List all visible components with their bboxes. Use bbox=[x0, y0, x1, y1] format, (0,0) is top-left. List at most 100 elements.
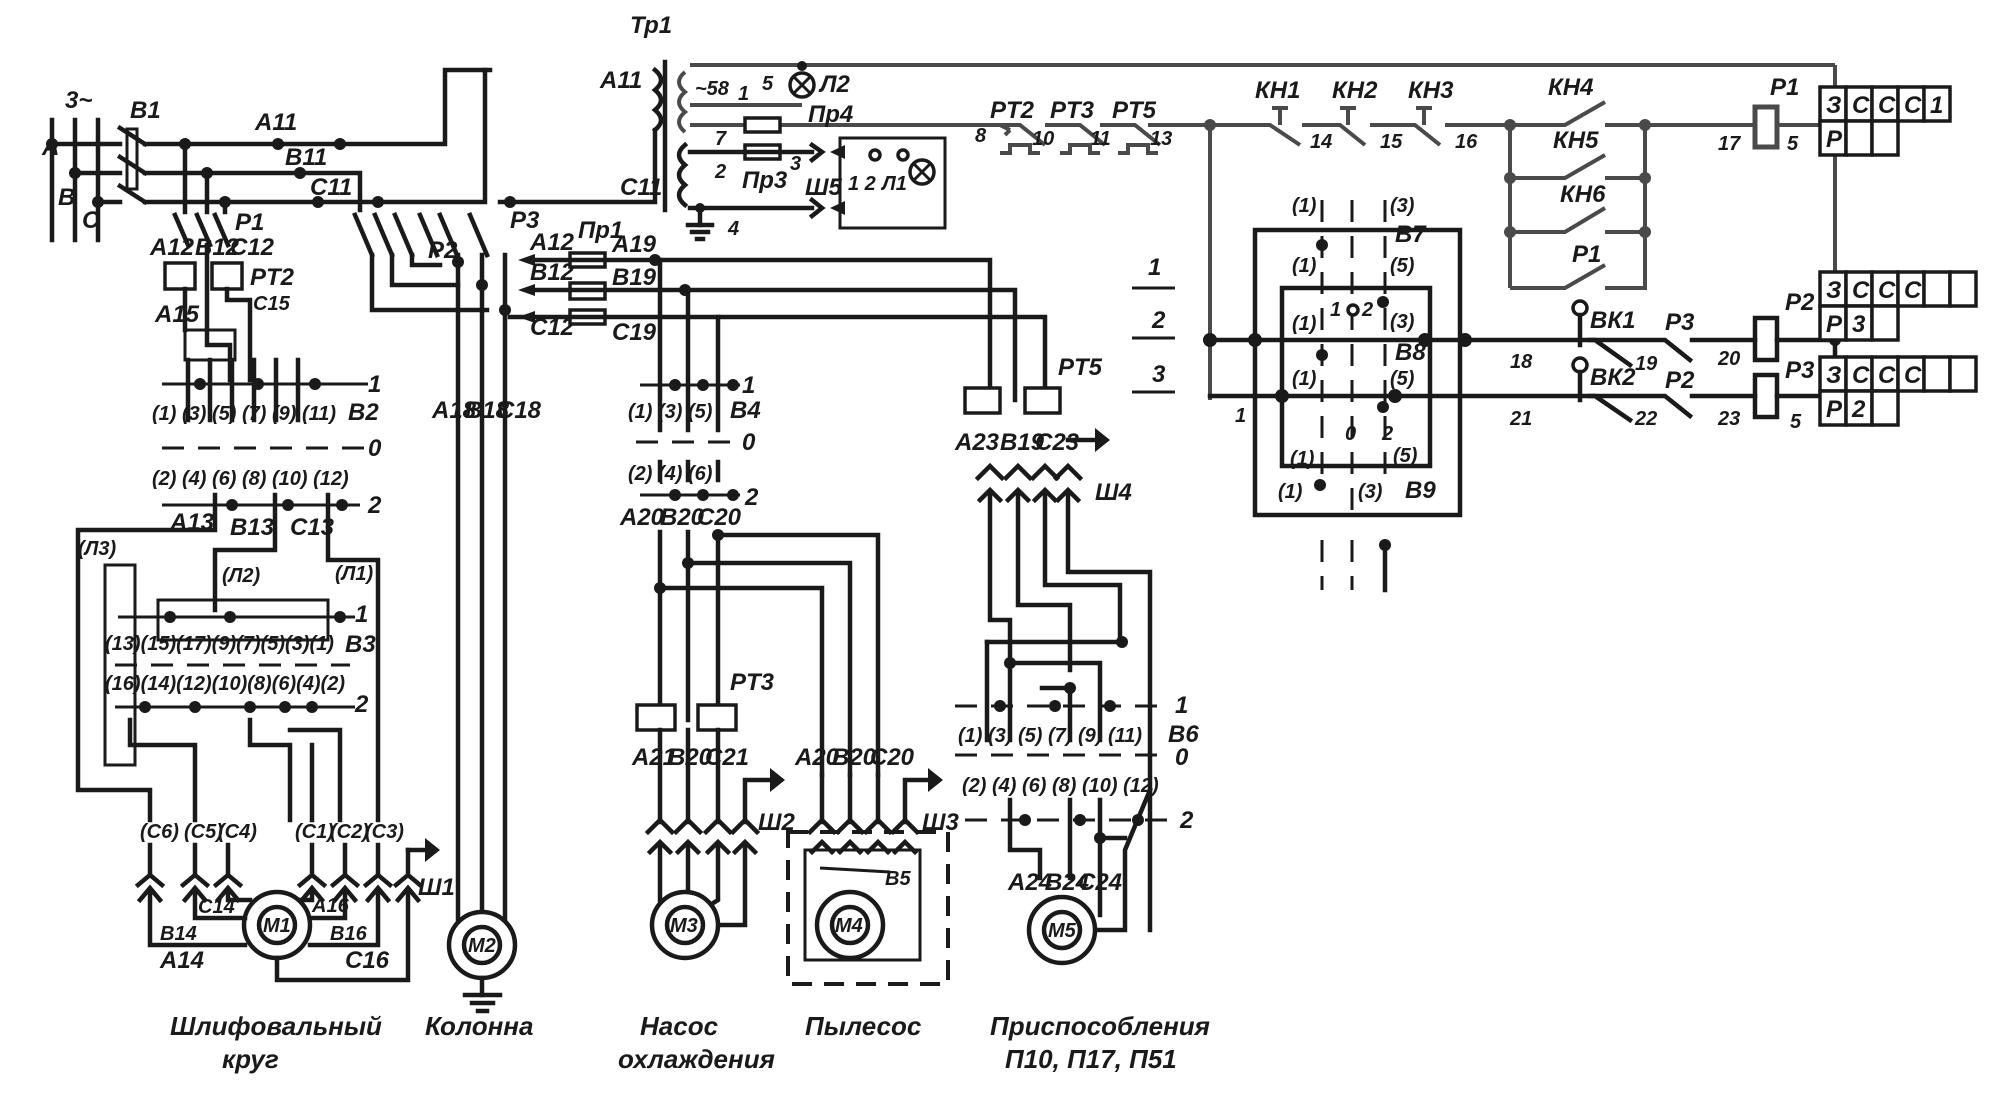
terminal-c6: (C6) bbox=[140, 821, 179, 843]
transformer-tp1: Тр1 A11 C11 ~58 1 5 7 2 3 4 Л2 Пр4 Пр3 bbox=[497, 12, 1837, 355]
node-14: 14 bbox=[1310, 131, 1332, 153]
contact-table-cell bbox=[1922, 355, 1952, 393]
contact-table-value: С bbox=[1904, 92, 1922, 119]
b2-row2-contacts: (2) (4) (6) (8) (10) (12) bbox=[152, 468, 349, 490]
interlock-p3: P3 bbox=[1665, 309, 1695, 336]
hold-contact-p1: P1 bbox=[1572, 241, 1601, 268]
node-22: 22 bbox=[1634, 408, 1657, 430]
terminal-c3: (C3) bbox=[365, 821, 404, 843]
b4-pos-2: 2 bbox=[744, 484, 759, 511]
contact-table-cell bbox=[1870, 304, 1900, 342]
coil-p3-label: P3 bbox=[1785, 357, 1815, 384]
start-button-kn4: КН4 bbox=[1548, 74, 1593, 101]
limit-switch-vk2: ВК2 bbox=[1590, 364, 1636, 391]
label-a20: A20 bbox=[619, 504, 665, 531]
b4-row1-contacts: (1) (3) (5) bbox=[628, 401, 713, 423]
row-number-3: 3 bbox=[1152, 361, 1166, 388]
sel-contact-1f: (1) bbox=[1278, 481, 1303, 503]
fuse-pr1-label: Пр1 bbox=[578, 217, 623, 244]
switch-b5-label: B5 bbox=[885, 868, 911, 890]
ground-icon bbox=[1095, 428, 1110, 452]
node-5-top: 5 bbox=[1787, 133, 1799, 155]
contact-table-value: P bbox=[1826, 126, 1843, 153]
label-b19: B19 bbox=[1000, 429, 1045, 456]
label-b12: B12 bbox=[195, 234, 240, 261]
sel-pos-2b: 2 bbox=[1381, 423, 1393, 445]
b3-row1-contacts: (13)(15)(17)(9)(7)(5)(3)(1) bbox=[105, 633, 334, 655]
label-a21: A21 bbox=[631, 744, 676, 771]
sel-contact-5c: (5) bbox=[1393, 445, 1418, 467]
limit-switch-vk1: ВК1 bbox=[1590, 307, 1635, 334]
pump-branch: 1 (1) (3) (5) B4 0 (2) (4) (6) 2 A20 B20… bbox=[618, 257, 881, 1074]
fuse-pr4-label: Пр4 bbox=[808, 101, 853, 128]
selector-switch-frame bbox=[1252, 227, 1463, 518]
sel-contact-1b: (1) bbox=[1292, 255, 1317, 277]
b2-pos-1: 1 bbox=[368, 371, 381, 398]
ground-icon bbox=[425, 838, 440, 862]
contact-table-cell bbox=[1922, 85, 1952, 123]
thermal-relay-pt2-label: PT2 bbox=[250, 264, 295, 291]
contact-table-value: 1 bbox=[1930, 92, 1943, 119]
row-number-2: 2 bbox=[1151, 307, 1166, 334]
terminal-c4: (C4) bbox=[218, 821, 257, 843]
contact-table-cell bbox=[1844, 389, 1874, 427]
label-a16: A16 bbox=[311, 895, 350, 917]
label-c20: C20 bbox=[697, 504, 742, 531]
b3-pos-1: 1 bbox=[355, 601, 368, 628]
label-b18: B18 bbox=[465, 397, 510, 424]
contact-table-cell bbox=[1818, 389, 1848, 427]
contactor-p1-contacts: P1 A12 B12 C12 PT2 A15 C15 bbox=[149, 141, 295, 383]
bus-c11-right-label: C11 bbox=[620, 174, 662, 201]
thermal-contact-pt5: PT5 bbox=[1112, 97, 1157, 124]
bus-a11-label: A11 bbox=[254, 109, 297, 136]
lamp-l1-label: Л1 bbox=[880, 173, 907, 195]
tr-node-2: 2 bbox=[714, 161, 726, 183]
fuse-pr4 bbox=[743, 116, 782, 134]
tr-node-3: 3 bbox=[790, 153, 801, 175]
node-19: 19 bbox=[1635, 353, 1658, 375]
ground-icon bbox=[770, 768, 785, 792]
coil-p2-label: P2 bbox=[1785, 289, 1815, 316]
coil-p1-label: P1 bbox=[1770, 74, 1799, 101]
sel-contact-1a: (1) bbox=[1292, 195, 1317, 217]
node-15: 15 bbox=[1380, 131, 1403, 153]
b6-row1-contacts: (1) (3) (5) (7) (9) (11) bbox=[958, 725, 1142, 747]
sel-contact-1e: (1) bbox=[1290, 448, 1315, 470]
caption-fixture-2: П10, П17, П51 bbox=[1005, 1044, 1177, 1074]
b4-row2-contacts: (2) (4) (6) bbox=[628, 463, 713, 485]
local-lamp-box bbox=[838, 136, 947, 230]
b6-row2-contacts: (2) (4) (6) (8) (10) (12) bbox=[962, 775, 1159, 797]
tr-node-7: 7 bbox=[715, 128, 727, 150]
column-branch: P2 P3 A18 B18 C18 M2 Колонна bbox=[352, 196, 542, 1041]
contact-table-cell bbox=[1948, 270, 1978, 308]
thermal-contact-pt2: PT2 bbox=[990, 97, 1035, 124]
node-20: 20 bbox=[1717, 348, 1740, 370]
label-c21: C21 bbox=[705, 744, 749, 771]
sel-contact-1d: (1) bbox=[1292, 368, 1317, 390]
vacuum-branch: A20 B20 C20 Ш3 B5 M4 Пылесос bbox=[786, 744, 959, 1041]
label-b14: B14 bbox=[160, 923, 197, 945]
motor-m4-label: M4 bbox=[835, 915, 863, 937]
b3-pos-2: 2 bbox=[354, 691, 369, 718]
tr-node-5: 5 bbox=[762, 73, 774, 95]
label-b20-low: B20 bbox=[668, 744, 713, 771]
contact-table-value: 2 bbox=[1851, 396, 1866, 423]
caption-pump-2: охлаждения bbox=[618, 1044, 775, 1074]
label-c23: C23 bbox=[1035, 429, 1080, 456]
plug-sh4-label: Ш4 bbox=[1095, 479, 1132, 506]
caption-grinder-2: круг bbox=[222, 1044, 279, 1074]
row-number-1: 1 bbox=[1148, 254, 1161, 281]
plug-sh1-contacts bbox=[134, 842, 428, 889]
thermal-relay-pt5-label: PT5 bbox=[1058, 354, 1103, 381]
label-a23: A23 bbox=[954, 429, 1000, 456]
sel-contact-3a: (3) bbox=[1390, 195, 1415, 217]
contact-table-value: С bbox=[1904, 277, 1922, 304]
b6-pos-0: 0 bbox=[1175, 744, 1189, 771]
label-c24: C24 bbox=[1078, 869, 1122, 896]
selector-b7-label: B7 bbox=[1395, 221, 1427, 248]
label-a20-vac: A20 bbox=[794, 744, 840, 771]
contact-table-cell bbox=[1922, 270, 1952, 308]
interlock-p2: P2 bbox=[1665, 367, 1695, 394]
selector-b8-label: B8 bbox=[1395, 339, 1426, 366]
